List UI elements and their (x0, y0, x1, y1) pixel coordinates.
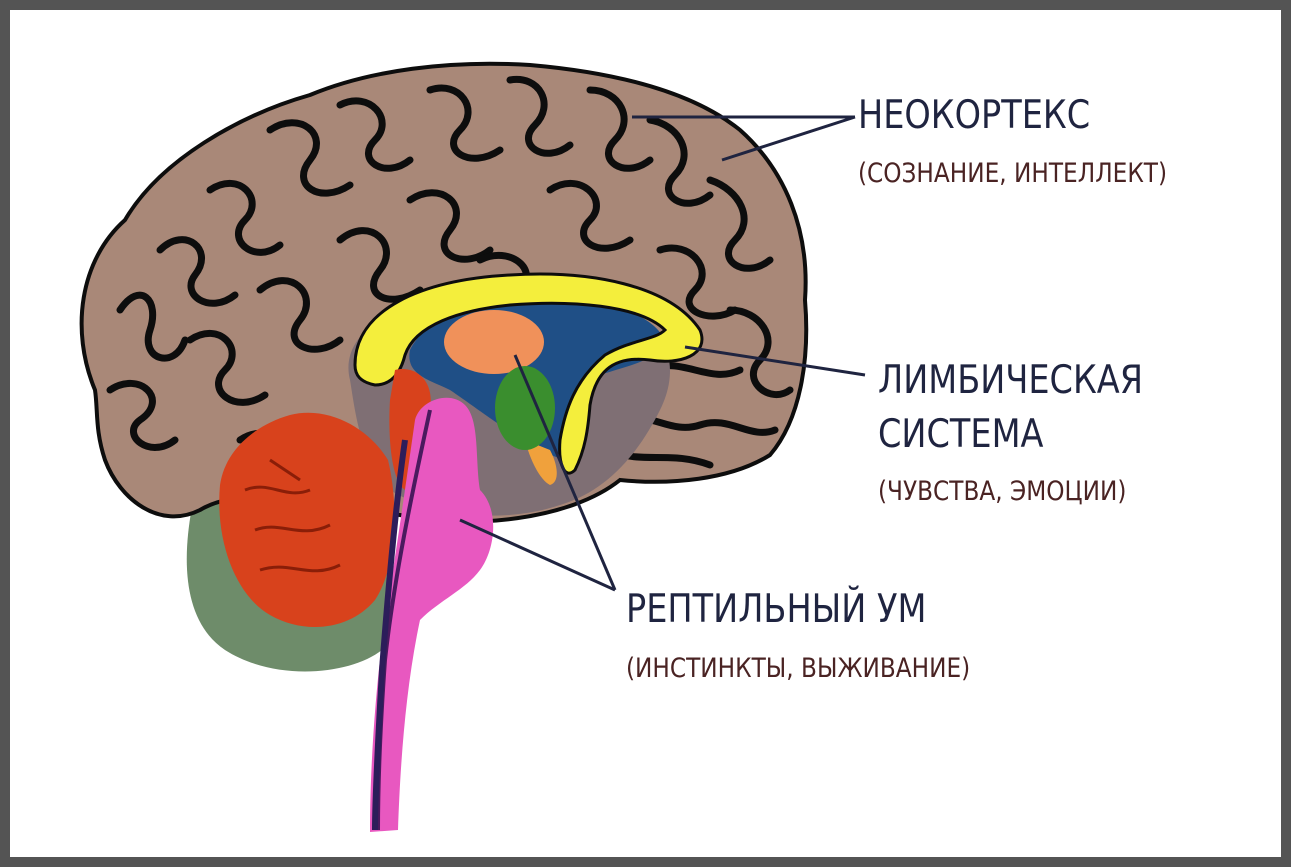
neocortex-subtitle: (СОЗНАНИЕ, ИНТЕЛЛЕКТ) (858, 160, 1167, 187)
neocortex-title: НЕОКОРТЕКС (858, 96, 1090, 135)
limbic-title-line1: ЛИМБИЧЕСКАЯ (878, 361, 1143, 400)
brain-diagram (10, 10, 1281, 857)
reptilian-title: РЕПТИЛЬНЫЙ УМ (626, 590, 926, 629)
limbic-title-line2: СИСТЕМА (878, 415, 1043, 454)
thalamus (444, 310, 544, 374)
reptilian-subtitle: (ИНСТИНКТЫ, ВЫЖИВАНИЕ) (626, 655, 970, 682)
limbic-subtitle: (ЧУВСТВА, ЭМОЦИИ) (878, 478, 1126, 505)
